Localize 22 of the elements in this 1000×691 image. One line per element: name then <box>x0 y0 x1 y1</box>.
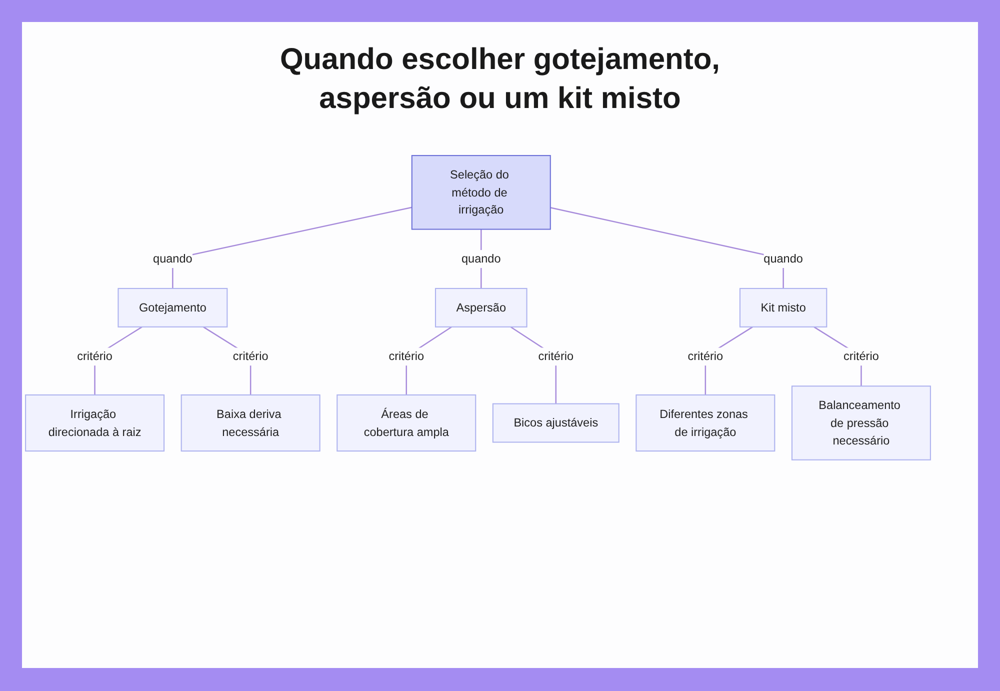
node-box: Bicos ajustáveis <box>492 403 620 443</box>
node-box: Gotejamento <box>118 288 228 328</box>
node-box: Balanceamento de pressão necessário <box>791 386 931 460</box>
node-box: Áreas de cobertura ampla <box>336 394 476 452</box>
connector <box>550 207 784 288</box>
edge-label: critério <box>538 350 574 363</box>
edge-label: quando <box>461 252 501 266</box>
node-box: Seleção do método de irrigação <box>411 155 551 230</box>
edge-label: critério <box>232 350 268 363</box>
node-box: Diferentes zonas de irrigação <box>636 394 776 452</box>
edge-label: critério <box>77 350 112 363</box>
edge-label: critério <box>388 350 424 363</box>
node-box: Baixa deriva necessária <box>180 394 320 452</box>
title: Quando escolher gotejamento, aspersão ou um kit misto <box>278 42 722 117</box>
edge-label: quando <box>153 252 192 266</box>
node-box: Kit misto <box>739 288 828 328</box>
node-box: Aspersão <box>434 288 528 328</box>
node-box: Irrigação direcionada à raiz <box>25 394 165 452</box>
edge-label: critério <box>844 350 879 363</box>
connector <box>172 206 412 288</box>
edge-label: critério <box>688 350 724 363</box>
edge-label: quando <box>764 252 803 266</box>
